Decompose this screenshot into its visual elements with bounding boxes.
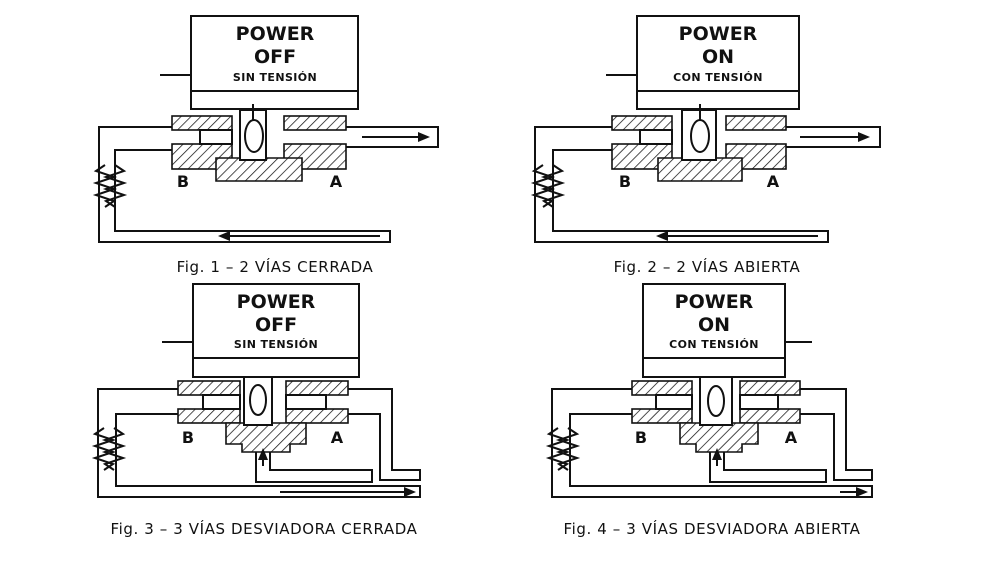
piping — [545, 388, 873, 498]
figure-4: POWER ON CON TENSIÓN B A Fig. 4 — [545, 283, 873, 538]
flow-arrow-right — [858, 132, 870, 142]
port-a-label: A — [785, 428, 798, 447]
figure-2: POWER ON CON TENSIÓN B A Fig. 2 – 2 VÍ — [530, 15, 881, 276]
actuator-box — [190, 15, 359, 110]
flow-arrow-right — [856, 487, 868, 497]
valve-disc — [249, 384, 267, 416]
power-label: POWER — [679, 23, 758, 45]
power-state-label: ON — [702, 46, 734, 68]
piping — [530, 126, 881, 243]
port-b-label: B — [182, 428, 194, 447]
piping — [92, 126, 439, 243]
power-state-label: OFF — [254, 46, 296, 68]
flow-arrow-up — [258, 448, 268, 460]
valve-disc — [707, 385, 725, 417]
figure-caption: Fig. 2 – 2 VÍAS ABIERTA — [614, 257, 801, 276]
actuator-box — [192, 283, 360, 378]
flow-arrow-up — [712, 448, 722, 460]
power-sub-label: SIN TENSIÓN — [233, 71, 317, 84]
actuator-box — [636, 15, 800, 110]
valve-disc — [244, 119, 264, 153]
port-b-label: B — [619, 172, 631, 191]
figure-3: POWER OFF SIN TENSIÓN B A Fig. — [91, 283, 421, 538]
heater-coil-inner — [540, 164, 566, 208]
valve-body — [631, 376, 801, 453]
power-state-label: ON — [698, 314, 730, 336]
heater-coil-inner — [102, 164, 128, 208]
power-label: POWER — [237, 291, 316, 313]
power-sub-label: CON TENSIÓN — [669, 338, 759, 351]
flow-arrow-right — [404, 487, 416, 497]
figure-1: POWER OFF SIN TENSIÓN B A Fig. 1 – 2 V — [92, 15, 439, 276]
port-b-label: B — [635, 428, 647, 447]
power-sub-label: SIN TENSIÓN — [234, 338, 318, 351]
heater-coil-inner — [101, 427, 127, 471]
power-label: POWER — [675, 291, 754, 313]
power-sub-label: CON TENSIÓN — [673, 71, 763, 84]
figure-caption: Fig. 1 – 2 VÍAS CERRADA — [177, 257, 374, 276]
valve-body — [611, 104, 787, 182]
flow-arrow-left — [656, 231, 668, 241]
flow-arrow-left — [218, 231, 230, 241]
port-a-label: A — [330, 172, 343, 191]
actuator-box — [642, 283, 786, 378]
figure-caption: Fig. 4 – 3 VÍAS DESVIADORA ABIERTA — [563, 519, 860, 538]
valve-body — [171, 104, 347, 182]
valve-body — [177, 376, 349, 453]
port-a-label: A — [767, 172, 780, 191]
flow-arrow-right — [418, 132, 430, 142]
power-label: POWER — [236, 23, 315, 45]
port-b-label: B — [177, 172, 189, 191]
figure-caption: Fig. 3 – 3 VÍAS DESVIADORA CERRADA — [111, 519, 418, 538]
valve-disc — [690, 119, 710, 153]
port-a-label: A — [331, 428, 344, 447]
power-state-label: OFF — [255, 314, 297, 336]
piping — [91, 388, 421, 498]
heater-coil-inner — [555, 427, 581, 471]
